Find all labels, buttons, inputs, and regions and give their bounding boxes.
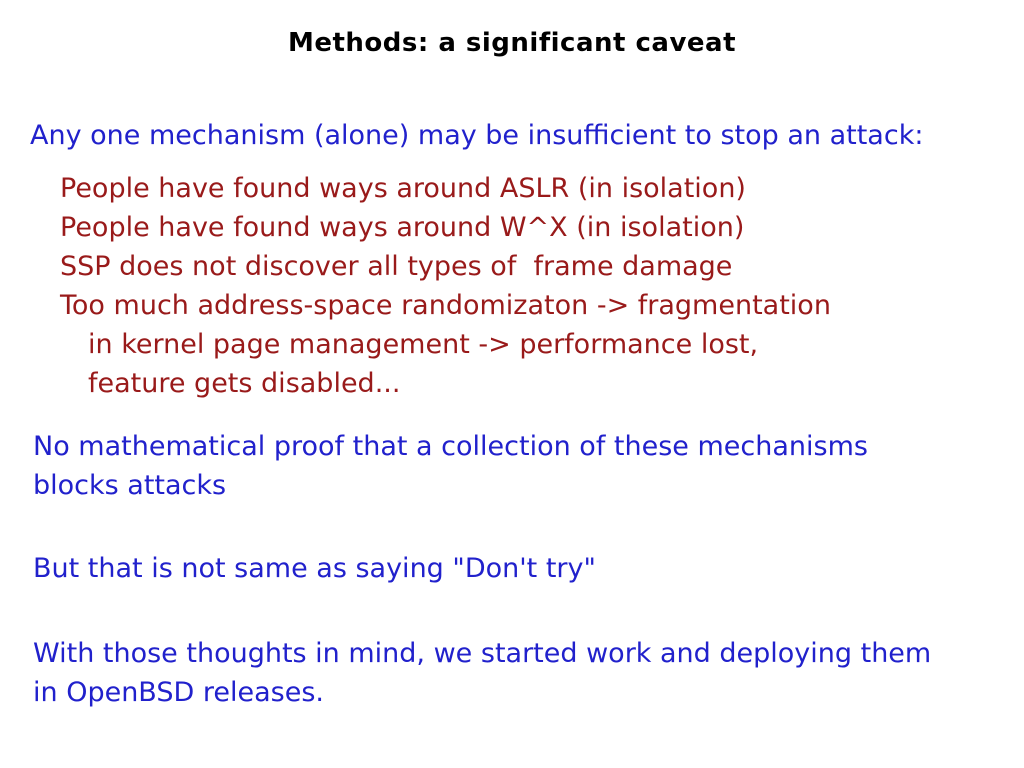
caveat-point-list: People have found ways around ASLR (in i…: [0, 169, 1024, 403]
paragraph-dont-try: But that is not same as saying "Don't tr…: [33, 553, 596, 584]
caveat-line-ssp: SSP does not discover all types of frame…: [60, 251, 733, 282]
paragraph-no-proof: No mathematical proof that a collection …: [33, 431, 877, 501]
slide-title: Methods: a significant caveat: [287, 28, 737, 58]
caveat-line-randomization: Too much address-space randomizaton -> f…: [60, 290, 831, 321]
paragraph-openbsd-deploy: With those thoughts in mind, we started …: [33, 638, 940, 708]
intro-statement: Any one mechanism (alone) may be insuffi…: [30, 120, 924, 151]
caveat-line-wxorx: People have found ways around W^X (in is…: [60, 212, 745, 243]
caveat-line-feature-disabled: feature gets disabled...: [88, 368, 401, 399]
caveat-line-kernel-page: in kernel page management -> performance…: [88, 329, 759, 360]
caveat-line-aslr: People have found ways around ASLR (in i…: [60, 173, 746, 204]
